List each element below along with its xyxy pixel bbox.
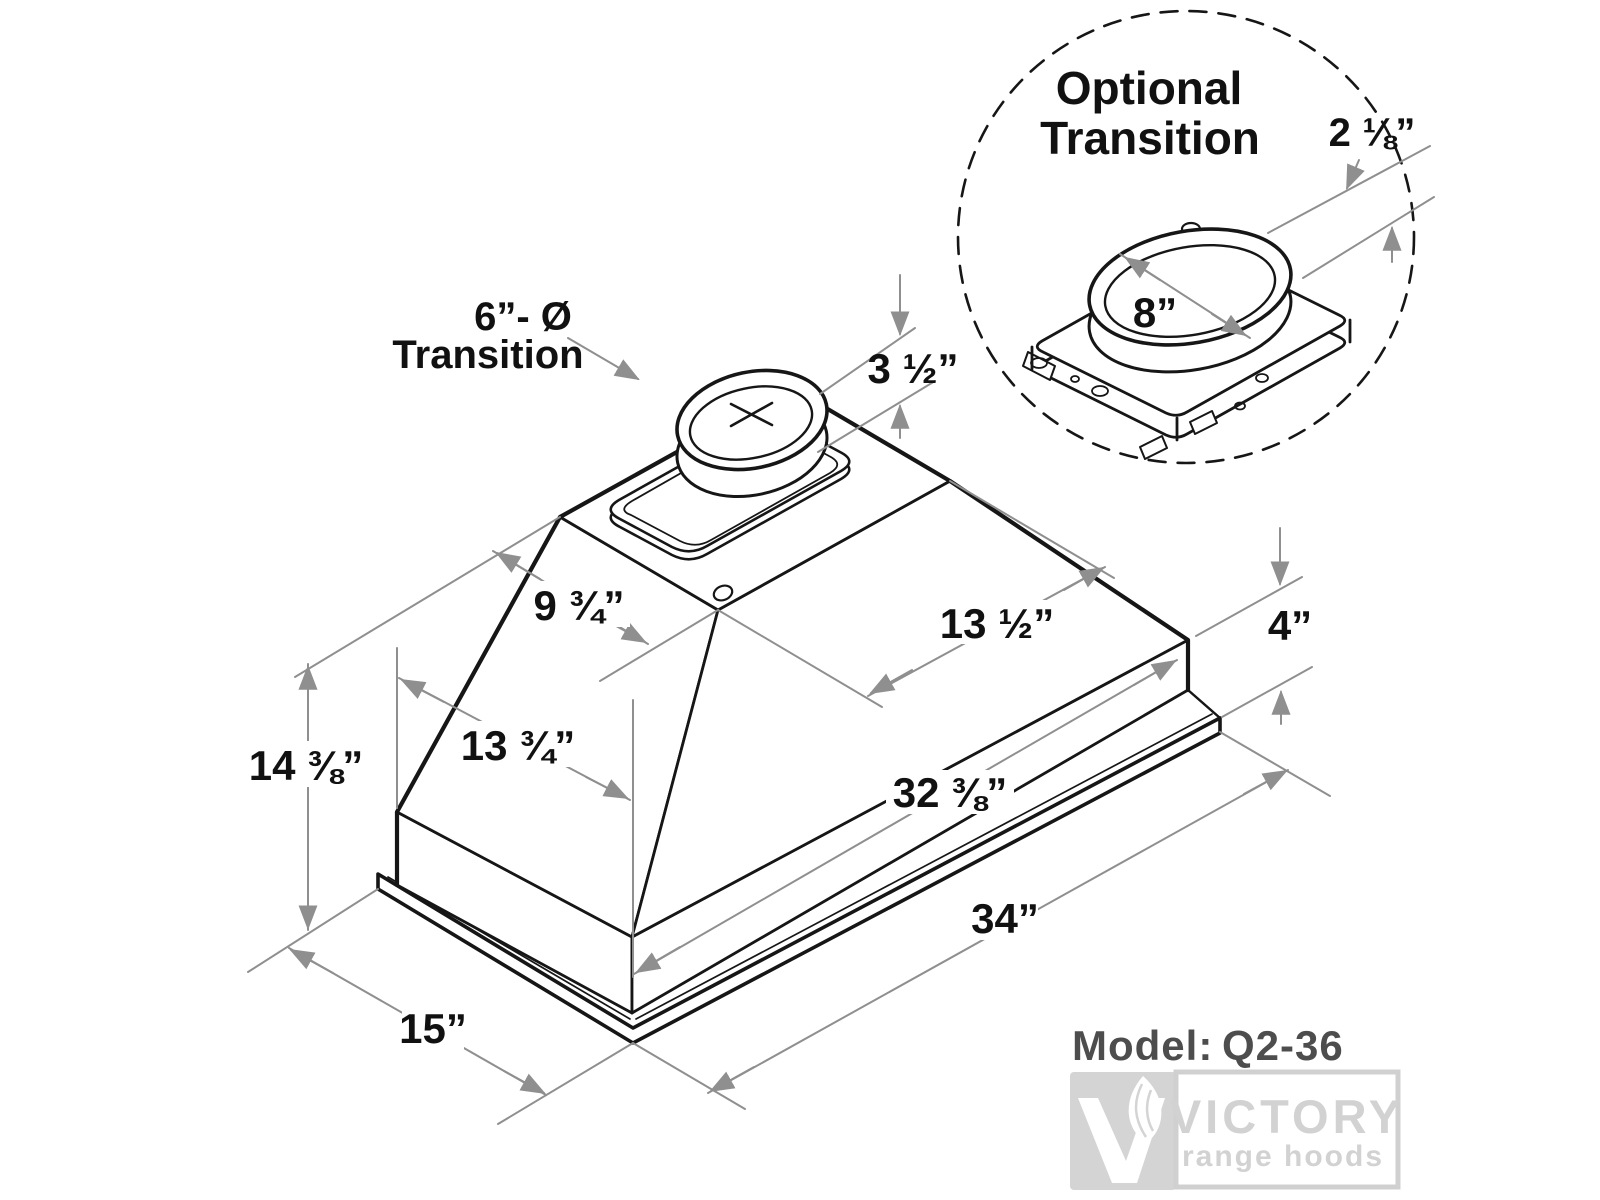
plate-hole-icon [1234, 401, 1246, 411]
detail-bubble-circle [956, 9, 1416, 465]
dim-label-collar-height: 3 ½” [867, 345, 958, 392]
model-label: Model: [1072, 1022, 1213, 1069]
center-mark-icon [729, 401, 774, 428]
detail-title-line2: Transition [1040, 112, 1260, 164]
hood-isometric-drawing [376, 368, 1222, 1045]
dim-label-top-length: 13 ½” [940, 600, 1054, 647]
dim-label-detail-collar-height: 2 ⅛” [1329, 111, 1416, 155]
dim-label-body-length: 32 ⅜” [893, 769, 1007, 816]
detail-title-line1: Optional [1056, 62, 1243, 114]
dim-label-overall-depth: 15” [399, 1005, 467, 1052]
logo-text-box [1173, 1069, 1401, 1190]
dimension-lines [247, 145, 1435, 1125]
tab-hole-icon [1070, 375, 1080, 383]
tab-hole-icon [1030, 357, 1048, 369]
duct-collar [675, 368, 829, 499]
duct-label-leader [567, 337, 640, 381]
tab-hole-icon [1091, 385, 1109, 397]
brand-logo: VICTORY range hoods [1070, 1069, 1404, 1190]
duct-label-line1: 6”- Ø [474, 295, 572, 339]
logo-brand-text: VICTORY [1170, 1090, 1404, 1143]
label-backgrounds [243, 581, 1061, 1049]
logo-flame-icon [1128, 1076, 1162, 1143]
dim-label-overall-height: 14 ⅜” [249, 742, 363, 789]
mounting-tab [1139, 435, 1168, 460]
plate-hole-icon [1255, 373, 1269, 383]
model-value: Q2-36 [1222, 1022, 1344, 1069]
dim-label-slant-height: 13 ¾” [461, 722, 575, 769]
mounting-tab [1189, 410, 1218, 435]
dim-label-overall-length: 34” [971, 895, 1039, 942]
model-title-block: Model: Q2-36 [1072, 1022, 1344, 1069]
dim-label-top-depth: 9 ¾” [533, 582, 624, 629]
logo-tagline-text: range hoods [1182, 1140, 1384, 1173]
mounting-hole-icon [712, 584, 734, 602]
dim-label-base-height: 4” [1268, 602, 1312, 649]
duct-label-line2: Transition [392, 333, 583, 377]
dim-label-detail-diameter: 8” [1133, 289, 1177, 336]
dim-line-body-length [633, 659, 1178, 975]
